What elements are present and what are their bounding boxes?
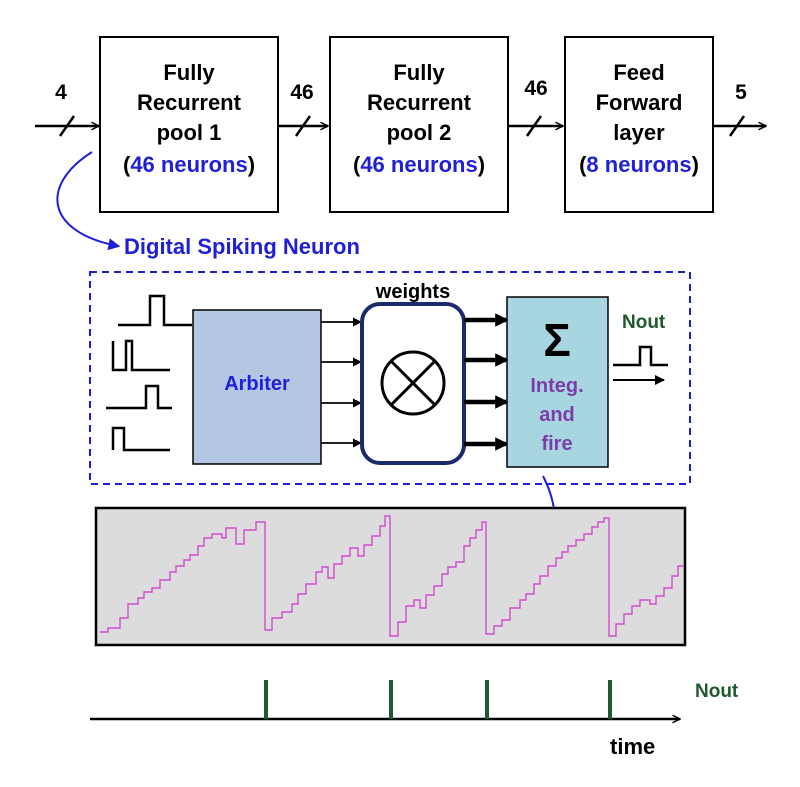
feed-forward-line-1: Feed [613,60,664,85]
arbiter-block [192,309,322,465]
pool-1-block: Fully Recurrent pool 1 (46 neurons) [99,36,279,213]
feed-forward-block: Feed Forward layer (8 neurons) [564,36,714,213]
weight-multiplier [360,302,466,465]
output-width-label: 5 [735,81,747,104]
integ-label-line-3: fire [541,433,572,455]
arbiter-outputs [321,317,362,448]
integrate-and-fire-block: Σ Integ. and fire [506,296,609,468]
pool-1-neuron-count: (46 neurons) [123,152,255,177]
bus-1-width-label: 46 [290,81,313,104]
timeline-output-label: Nout [695,681,739,702]
zoom-arrow [56,151,121,251]
time-axis-label: time [610,734,655,759]
neuron-boundary [89,271,691,485]
multiply-icon [380,350,446,416]
feed-forward-line-3: layer [613,120,665,145]
pool-2-neuron-count: (46 neurons) [353,152,485,177]
feed-forward-line-2: Forward [596,90,683,115]
pool-1-line-2: Recurrent [137,90,242,115]
pool-2-line-3: pool 2 [387,120,452,145]
input-spike-1 [118,294,192,327]
output-spike-timeline: Nout time [90,680,739,759]
bus-1: 46 [278,81,328,137]
pool-2-block: Fully Recurrent pool 2 (46 neurons) [329,36,509,213]
integ-label-line-2: and [539,404,575,426]
input-bus: 4 [35,81,99,137]
weighted-inputs [464,313,509,451]
input-spike-2 [111,339,170,372]
neuron-output: Nout [613,312,668,385]
neuron-title: Digital Spiking Neuron [124,234,360,259]
pool-2-line-2: Recurrent [367,90,472,115]
bus-2: 46 [508,77,563,137]
pipeline: 4 Fully Recurrent pool 1 (46 neurons) 46… [35,36,766,213]
pool-2-line-1: Fully [393,60,445,85]
arbiter-label: Arbiter [224,373,290,395]
feed-forward-neuron-count: (8 neurons) [579,152,699,177]
input-width-label: 4 [55,81,67,104]
bus-2-width-label: 46 [524,77,547,100]
membrane-potential-trace [100,515,684,637]
output-bus: 5 [713,81,766,137]
neuron-output-label: Nout [622,312,666,333]
pool-1-line-1: Fully [163,60,215,85]
input-spike-4 [111,426,170,452]
sum-icon: Σ [543,314,571,366]
input-spike-3 [106,384,172,410]
integ-label-line-1: Integ. [530,375,583,397]
weights-label: weights [375,281,450,303]
input-spikes [106,294,192,452]
pool-1-line-3: pool 1 [157,120,222,145]
